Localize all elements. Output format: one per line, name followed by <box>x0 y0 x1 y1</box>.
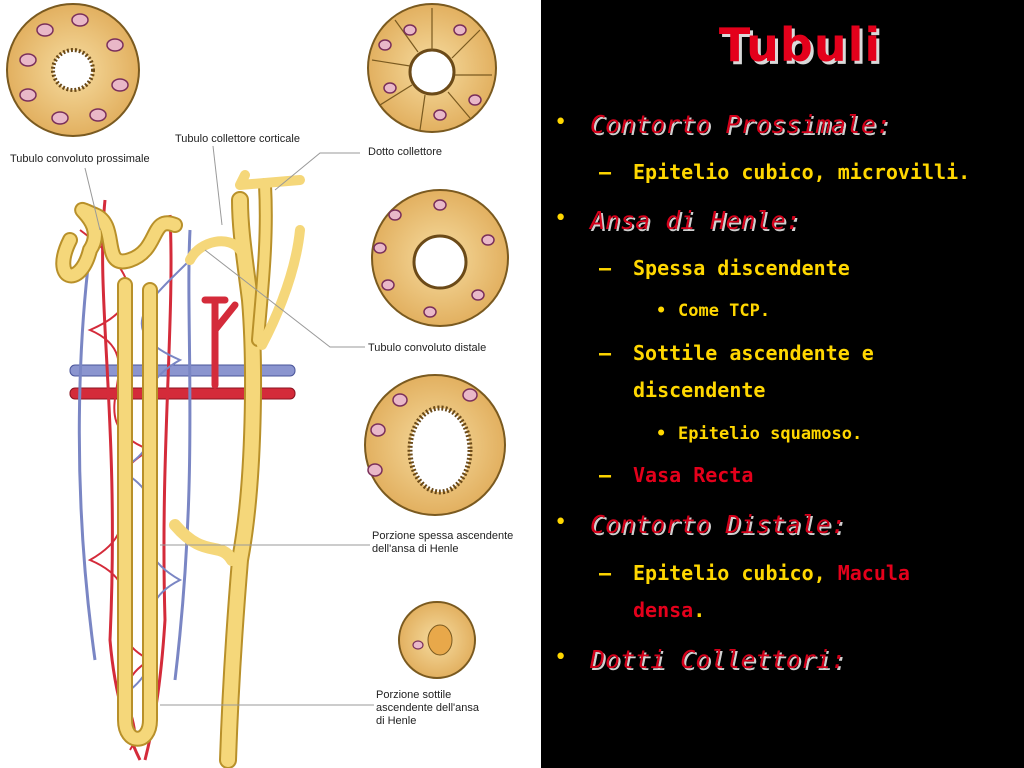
dash-marker: – <box>599 341 612 365</box>
nephron-illustration: Tubulo convoluto prossimale Tubulo colle… <box>0 0 541 768</box>
sub-text: Spessa discendente <box>633 256 850 280</box>
bullet-label: Contorto Distale: <box>590 510 846 539</box>
sub-spessa-discendente: – Spessa discendente <box>599 250 850 287</box>
bullet-marker: • <box>554 645 568 670</box>
sub-text-line1: Epitelio cubico, Macula <box>633 555 910 592</box>
sub-text-macula: Macula <box>837 561 910 585</box>
bullet-ansa-di-henle: • Ansa di Henle: <box>554 206 801 235</box>
label-porzione-sottile-line2: ascendente dell'ansa <box>376 702 480 714</box>
sub-text-densa: densa <box>633 598 694 622</box>
sub-text: Epitelio cubico, microvilli. <box>633 160 971 184</box>
sub-text-line2: densa. <box>633 592 910 629</box>
sub-text-line1: Sottile ascendente e <box>633 341 874 365</box>
subsub-text: Epitelio squamoso. <box>678 424 863 444</box>
slide-title: Tubuli <box>718 18 882 72</box>
label-porzione-spessa-line1: Porzione spessa ascendente <box>372 530 514 542</box>
label-porzione-sottile-line1: Porzione sottile <box>376 689 452 701</box>
bullet-label: Dotti Collettori: <box>590 645 846 674</box>
sub-epitelio-cubico-microvilli: – Epitelio cubico, microvilli. <box>599 154 971 191</box>
sub-vasa-recta: – Vasa Recta <box>599 457 754 494</box>
sub-text-period: . <box>693 598 706 622</box>
dash-marker: – <box>599 256 612 280</box>
cross-section-collecting-duct <box>367 3 497 133</box>
subsub-text: Come TCP. <box>678 301 771 321</box>
label-porzione-spessa: Porzione spessa ascendente dell'ansa di … <box>372 530 513 556</box>
bullet-marker: • <box>554 110 568 135</box>
cross-section-thin-ascending <box>398 601 476 679</box>
label-leader-lines <box>84 145 374 706</box>
bullet-contorto-prossimale: • Contorto Prossimale: <box>554 110 892 139</box>
bullet-label: Contorto Prossimale: <box>590 110 892 139</box>
dash-marker: – <box>599 160 612 184</box>
bullet-marker: • <box>554 510 568 535</box>
label-tubulo-convoluto-prossimale: Tubulo convoluto prossimale <box>10 153 150 165</box>
label-porzione-spessa-line2: dell'ansa di Henle <box>372 543 459 555</box>
label-dotto-collettore: Dotto collettore <box>368 146 442 158</box>
sub-sottile-ascendente: – Sottile ascendente e discendente <box>599 335 874 409</box>
dash-marker: – <box>599 561 612 585</box>
label-tubulo-collettore-corticale: Tubulo collettore corticale <box>175 133 300 145</box>
subsub-epitelio-squamoso: • Epitelio squamoso. <box>656 424 863 444</box>
bullet-label: Ansa di Henle: <box>590 206 801 235</box>
subsub-come-tcp: • Come TCP. <box>656 301 771 321</box>
dash-marker: – <box>599 463 612 487</box>
sub-epitelio-cubico-macula-densa: – Epitelio cubico, Macula densa. <box>599 555 910 629</box>
cross-section-proximal <box>6 3 140 137</box>
sub-text: Vasa Recta <box>633 463 754 487</box>
sub-text-line2: discendente <box>633 378 766 402</box>
nephron-drawing <box>6 3 509 768</box>
label-porzione-sottile-line3: di Henle <box>376 715 417 727</box>
dot-marker: • <box>656 301 667 321</box>
bullet-dotti-collettori: • Dotti Collettori: <box>554 645 846 674</box>
label-tubulo-convoluto-distale: Tubulo convoluto distale <box>368 342 487 354</box>
tubules <box>55 170 305 768</box>
dot-marker: • <box>656 424 667 444</box>
bullet-contorto-distale: • Contorto Distale: <box>554 510 846 539</box>
sub-text-a: Epitelio cubico, <box>633 561 838 585</box>
label-porzione-sottile: Porzione sottile ascendente dell'ansa di… <box>376 689 479 728</box>
cross-section-distal-tubule <box>371 189 509 327</box>
bullet-marker: • <box>554 206 568 231</box>
cross-section-thick-ascending <box>364 374 506 516</box>
